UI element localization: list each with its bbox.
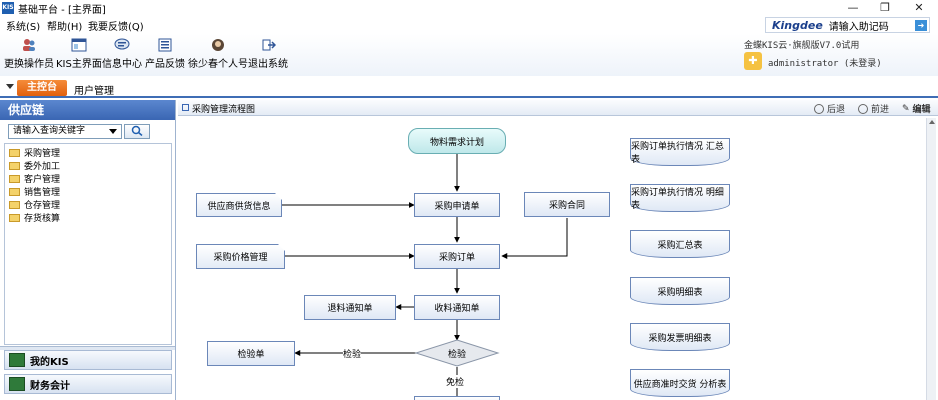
kis-main-label: KIS主界面 [56,59,102,70]
back-icon [814,103,824,114]
module-tree: 采购管理 委外加工 客户管理 销售管理 仓存管理 存货核算 [4,143,172,345]
users-icon [21,38,37,52]
report-supplier-delivery[interactable]: 供应商准时交货 分析表 [630,369,730,397]
node-purchase-contract[interactable]: 采购合同 [524,192,610,217]
node-inspect-decision[interactable]: 检验 [447,350,466,360]
folder-icon [9,148,20,157]
title-bar: KIS 基础平台 - [主界面] — ❐ ✕ [0,0,938,16]
decision-shape [414,339,500,367]
kingdee-logo: Kingdee [772,18,823,32]
helper-search-input[interactable]: 请输入助记码 [828,21,889,33]
panel-icon [182,104,189,111]
edit-button[interactable]: ✎编辑 [902,103,931,116]
exit-system-label: 退出系统 [248,59,288,70]
window-icon [71,38,87,52]
app-icon: KIS [2,2,14,14]
message-icon [114,38,130,52]
person-icon [210,38,226,52]
search-icon [131,125,143,137]
vertical-scrollbar[interactable] [926,118,936,400]
keyword-search-input[interactable]: 请输入查询关键字 [8,124,122,139]
flowchart-title: 采购管理流程图 [192,105,256,115]
node-purchase-request[interactable]: 采购申请单 [414,193,500,217]
panel-splitter[interactable] [0,346,175,350]
version-label: 金蝶KIS云·旗舰版V7.0试用 [744,41,860,51]
node-material-requirement[interactable]: 物料需求计划 [408,128,506,154]
forward-button[interactable]: 前进 [858,102,889,115]
product-feedback-button[interactable]: 产品反馈 [145,38,185,70]
panel-title: 供应链 [0,100,175,120]
tree-item-inventory-accounting[interactable]: 存货核算 [7,211,169,224]
back-button[interactable]: 后退 [814,102,845,115]
arrow-right-icon[interactable]: ➜ [915,20,927,31]
change-operator-button[interactable]: 更换操作员 [4,38,54,70]
node-price-management[interactable]: 采购价格管理 [196,244,285,269]
menu-system[interactable]: 系统(S) [6,22,41,33]
change-operator-label: 更换操作员 [4,59,54,70]
edge-label-exempt: 免检 [446,375,465,388]
tree-item-outsourcing[interactable]: 委外加工 [7,159,169,172]
edit-icon: ✎ [902,103,910,114]
user-status: administrator (未登录) [768,59,882,69]
main-panel-header: 采购管理流程图 后退 前进 ✎编辑 [178,100,938,116]
node-receive-notice[interactable]: 收料通知单 [414,295,500,320]
chevron-down-icon[interactable] [6,84,14,89]
tab-user-management[interactable]: 用户管理 [74,86,114,97]
report-purchase-detail[interactable]: 采购明细表 [630,277,730,305]
module-icon [9,353,25,367]
restore-button[interactable]: ❐ [880,1,890,14]
keyword-search-placeholder: 请输入查询关键字 [13,126,86,136]
list-icon [157,38,173,52]
node-purchase-order[interactable]: 采购订单 [414,244,500,269]
minimize-button[interactable]: — [847,1,859,14]
window-title: 基础平台 - [主界面] [18,4,106,16]
tree-item-customer[interactable]: 客户管理 [7,172,169,185]
report-purchase-summary[interactable]: 采购汇总表 [630,230,730,258]
toolbar: 更换操作员 KIS主界面 信息中心 产品反馈 徐少春个人号 退出系统 [0,34,938,76]
edge-label-inspect: 检验 [343,347,362,360]
menu-help[interactable]: 帮助(H) [47,22,83,33]
tree-item-warehouse[interactable]: 仓存管理 [7,198,169,211]
tab-main-console[interactable]: 主控台 [17,80,67,96]
left-panel: 供应链 请输入查询关键字 采购管理 委外加工 客户管理 销售管理 仓存管理 存货… [0,100,176,400]
personal-account-label: 徐少春个人号 [188,59,248,70]
exit-icon [260,38,276,52]
close-button[interactable]: ✕ [914,1,924,14]
scroll-up-icon[interactable] [929,120,935,124]
personal-account-button[interactable]: 徐少春个人号 [188,38,248,70]
report-order-detail[interactable]: 采购订单执行情况 明细表 [630,184,730,212]
section-finance[interactable]: 财务会计 [4,374,172,394]
report-order-summary[interactable]: 采购订单执行情况 汇总表 [630,138,730,166]
kis-main-button[interactable]: KIS主界面 [56,38,102,70]
folder-icon [9,174,20,183]
section-my-kis[interactable]: 我的KIS [4,350,172,370]
node-inspection-doc[interactable]: 检验单 [207,341,295,366]
module-icon [9,377,25,391]
folder-icon [9,213,20,222]
node-next[interactable] [414,396,500,400]
info-center-button[interactable]: 信息中心 [102,38,142,70]
folder-icon [9,161,20,170]
product-feedback-label: 产品反馈 [145,59,185,70]
info-center-label: 信息中心 [102,59,142,70]
search-button[interactable] [124,124,150,139]
menu-bar: 系统(S) 帮助(H) 我要反馈(Q) [0,16,938,34]
main-panel: 采购管理流程图 后退 前进 ✎编辑 物料需求计划 供应商供货信息 采购申请单 采… [178,100,938,400]
forward-icon [858,103,868,114]
report-invoice-detail[interactable]: 采购发票明细表 [630,323,730,351]
helper-search-box: Kingdee 请输入助记码 ➜ [765,17,930,33]
tree-item-sales[interactable]: 销售管理 [7,185,169,198]
folder-icon [9,187,20,196]
menu-feedback[interactable]: 我要反馈(Q) [88,22,144,33]
tree-item-purchase[interactable]: 采购管理 [7,146,169,159]
folder-icon [9,200,20,209]
user-avatar-icon: ✚ [744,52,762,70]
node-return-notice[interactable]: 退料通知单 [304,295,396,320]
node-supplier-info[interactable]: 供应商供货信息 [196,193,282,217]
chevron-down-icon[interactable] [109,129,117,134]
tab-strip: 主控台 用户管理 [0,78,938,98]
exit-system-button[interactable]: 退出系统 [248,38,288,70]
